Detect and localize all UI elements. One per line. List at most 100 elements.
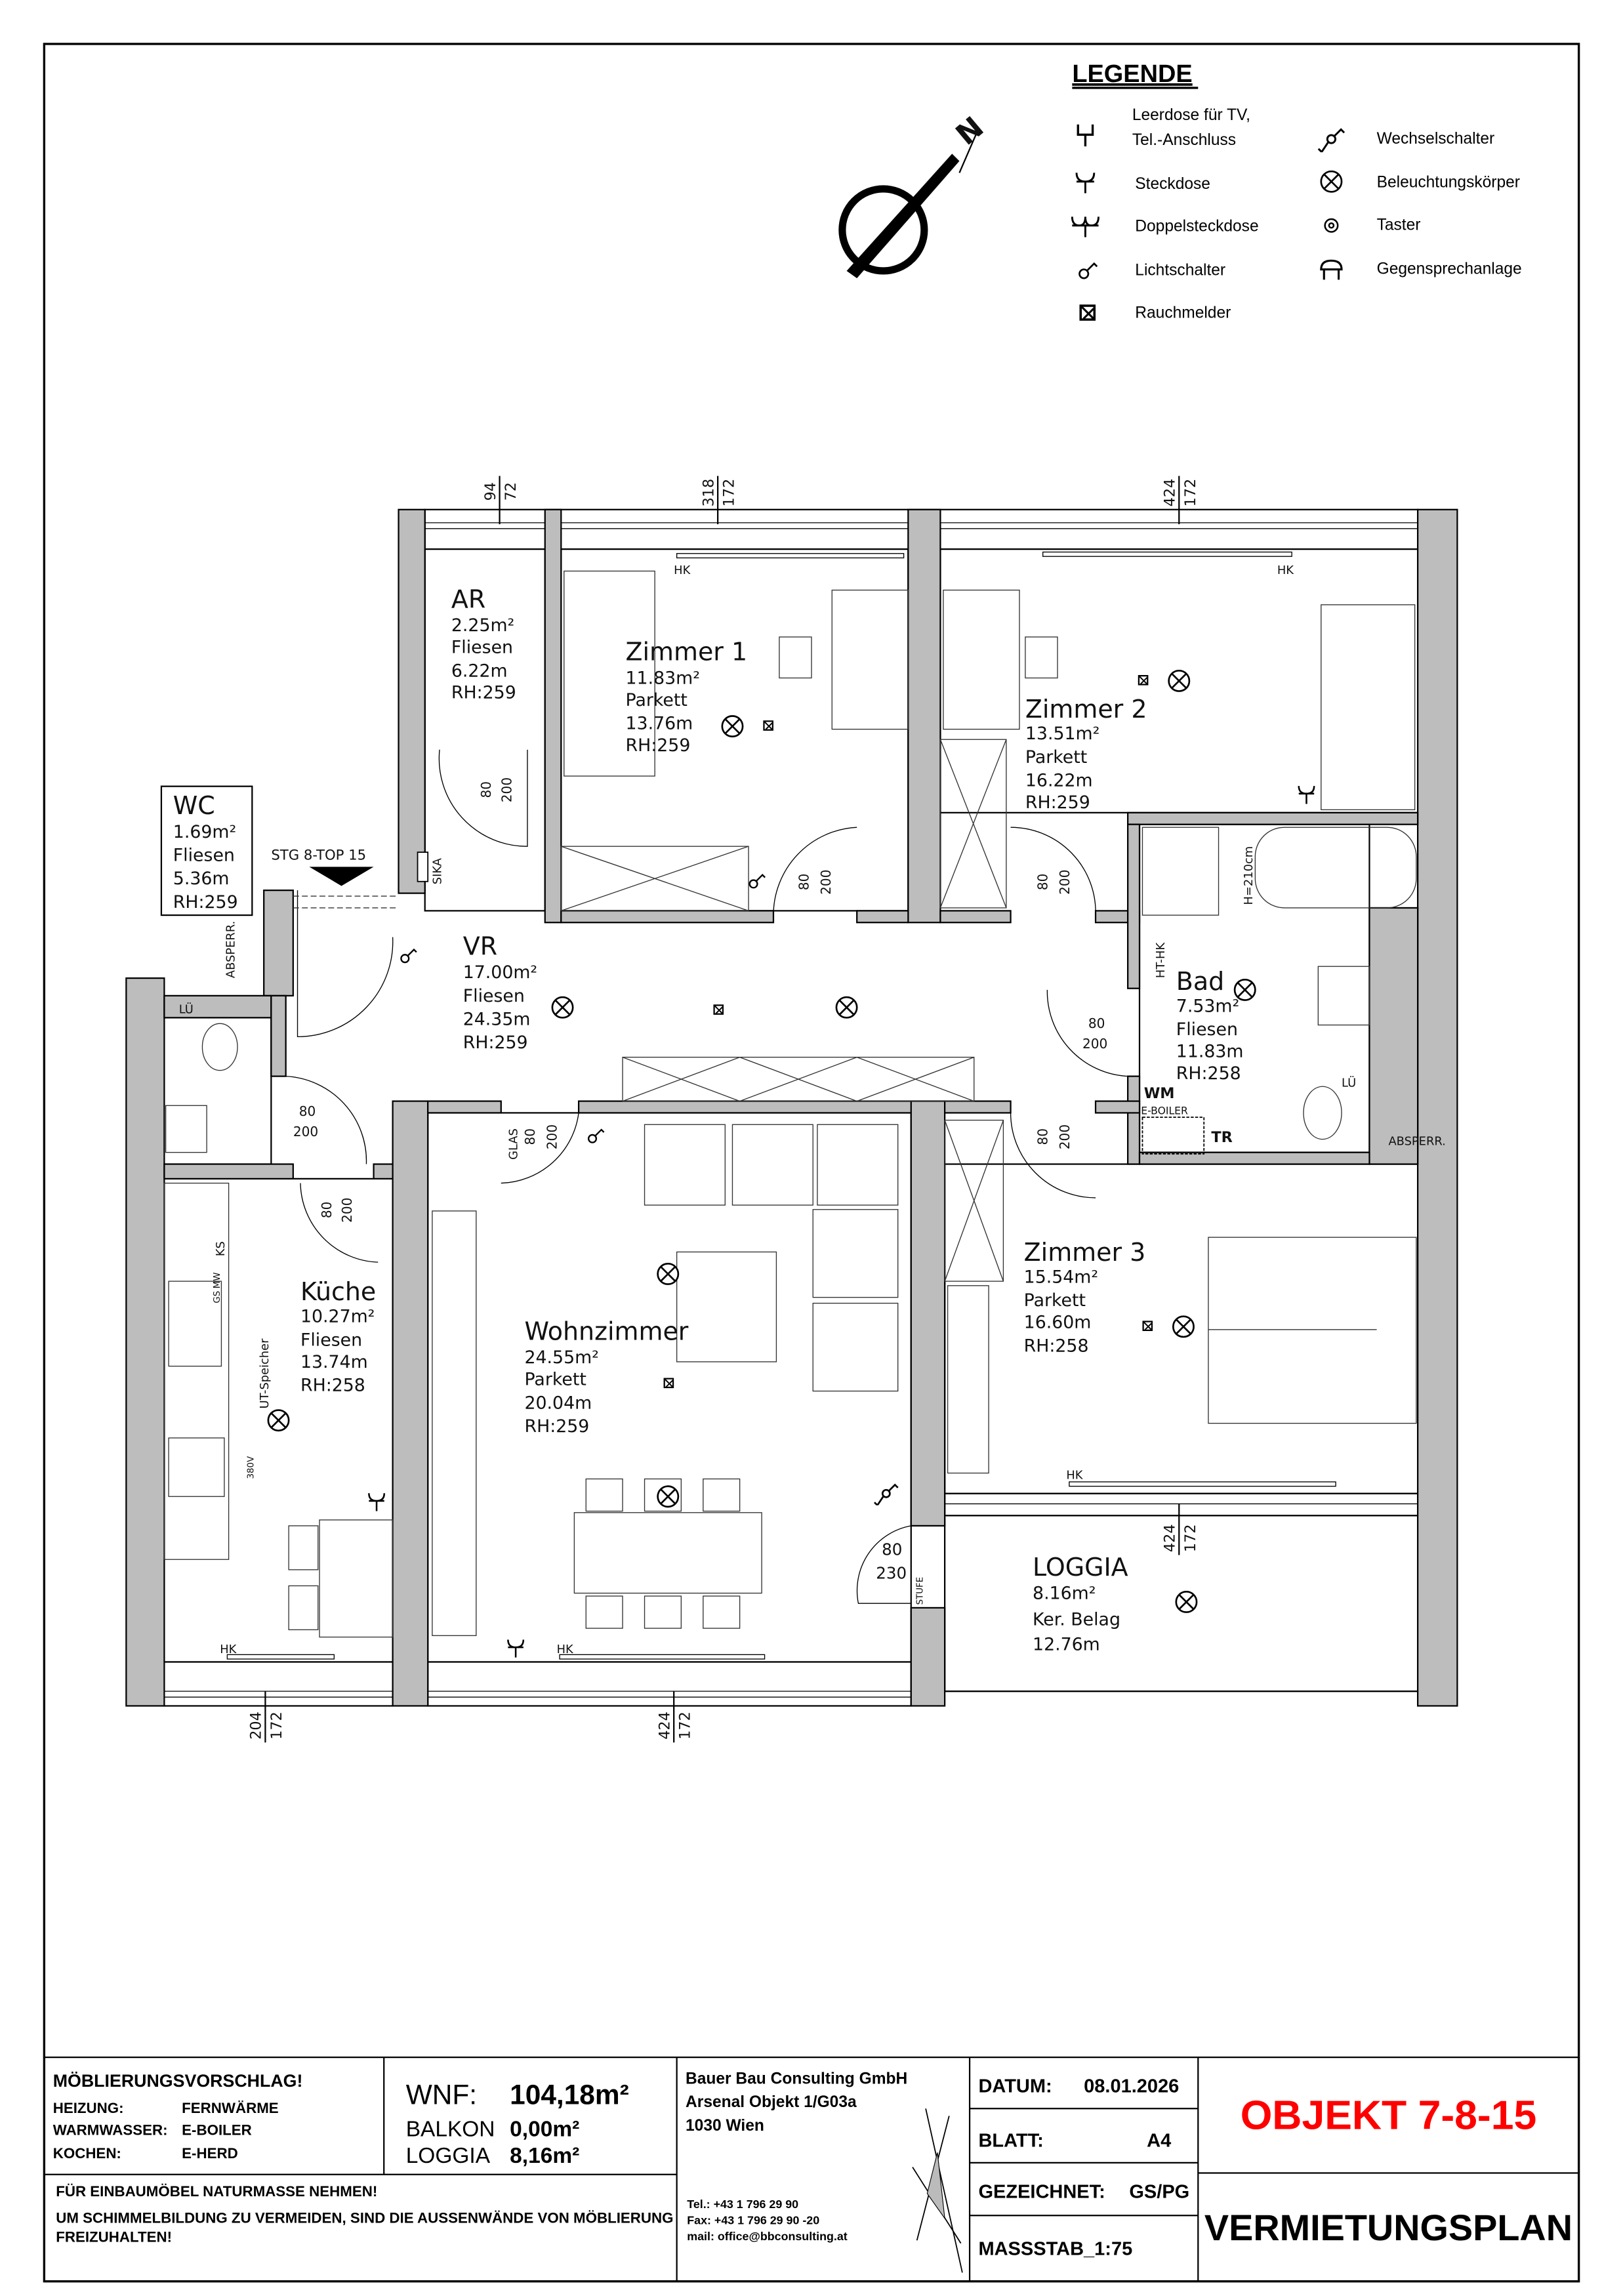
room-name: Zimmer 2 [1025, 695, 1147, 724]
push-button-icon [1324, 218, 1339, 233]
light-fixture-icon [551, 996, 574, 1019]
door-width: 80 [522, 1128, 538, 1145]
object-number: OBJEKT 7-8-15 [1241, 2093, 1537, 2139]
toilet-bad [1303, 1086, 1342, 1140]
bed-zimmer-2 [1321, 604, 1416, 811]
door-height: 200 [293, 1124, 318, 1139]
plan-type: VERMIETUNGSPLAN [1204, 2207, 1572, 2248]
room-name: Zimmer 1 [626, 638, 748, 666]
door-height: 200 [499, 777, 514, 802]
bed-zimmer-1 [564, 570, 655, 777]
light-fixture-icon [1172, 1315, 1195, 1338]
room-perimeter: 6.22m [451, 661, 508, 681]
walls [125, 508, 1458, 1707]
door-height: 230 [876, 1563, 907, 1582]
sink [168, 1281, 222, 1367]
room-name: WC [173, 791, 215, 820]
room-perimeter: 24.35m [463, 1010, 531, 1030]
room-perimeter: 20.04m [525, 1393, 592, 1413]
room-height: RH:259 [626, 735, 691, 756]
cooking-value: E-HERD [182, 2145, 238, 2162]
door-kueche [300, 1183, 379, 1263]
room-name: Zimmer 3 [1024, 1238, 1146, 1267]
entry-door [297, 890, 394, 1038]
company-mail: mail: office@bbconsulting.at [687, 2230, 847, 2243]
radiator-label: HK [557, 1643, 574, 1656]
room-label-zimmer-2: Zimmer 2 13.51m² Parkett 16.22m RH:259 [1025, 695, 1147, 813]
ventilation-label: LÜ [179, 1002, 194, 1017]
smoke-detector-icon [1142, 1321, 1153, 1332]
room-name: Bad [1176, 967, 1224, 996]
date-value: 08.01.2026 [1084, 2076, 1179, 2097]
note-built-in: FÜR EINBAUMÖBEL NATURMASSE NEHMEN! [56, 2183, 377, 2200]
double-socket-icon [1071, 215, 1100, 237]
room-area: 17.00m² [463, 962, 537, 983]
window-sill-height: 424 [1162, 1524, 1179, 1552]
washbasin-wc [165, 1105, 207, 1153]
room-floor: Parkett [1025, 747, 1087, 768]
door-loggia [856, 1525, 912, 1604]
step-label: STUFE [916, 1577, 926, 1605]
door-height: 200 [1057, 870, 1073, 895]
door-height: 200 [544, 1124, 560, 1149]
coffee-table [676, 1251, 777, 1363]
light-fixture-icon [835, 996, 858, 1019]
room-area: 2.25m² [451, 615, 514, 636]
room-label-bad: Bad 7.53m² Fliesen 11.83m RH:258 [1176, 967, 1244, 1084]
window-sill-height: 94 [482, 482, 499, 501]
room-label-wc: WC 1.69m² Fliesen 5.36m RH:259 [173, 791, 238, 912]
title-block: MÖBLIERUNGSVORSCHLAG! HEIZUNG: FERNWÄRME… [44, 2057, 1579, 2282]
window-sill-height: 204 [248, 1712, 265, 1740]
heating-label: HEIZUNG: [53, 2100, 124, 2116]
microwave-label: MW [213, 1273, 222, 1289]
light-fixture-icon [657, 1262, 680, 1285]
kitchen-counter [163, 1182, 230, 1560]
room-floor: Fliesen [451, 638, 513, 658]
shutoff-label: ABSPERR. [1388, 1135, 1445, 1149]
window-height: 72 [503, 482, 520, 501]
door-height: 200 [339, 1198, 355, 1223]
room-floor: Fliesen [173, 846, 235, 866]
door-wohnzimmer [501, 1113, 579, 1184]
window-height: 172 [1182, 1524, 1199, 1552]
room-height: RH:258 [1176, 1063, 1241, 1084]
shower [1141, 827, 1220, 916]
wnf-value: 104,18m² [510, 2080, 629, 2110]
room-label-zimmer-1: Zimmer 1 11.83m² Parkett 13.76m RH:259 [626, 638, 748, 756]
sheet-value: A4 [1147, 2130, 1171, 2151]
door-wc [285, 1075, 367, 1164]
room-area: 15.54m² [1024, 1267, 1098, 1287]
legend-label: Rauchmelder [1135, 304, 1231, 321]
door-zimmer-1 [773, 827, 857, 916]
radiator-label: HK [1277, 564, 1294, 577]
door-width: 80 [882, 1540, 902, 1559]
tv-unit [432, 1210, 477, 1636]
room-name: LOGGIA [1033, 1553, 1128, 1582]
stove [168, 1437, 225, 1497]
built-in-wardrobe-vr [622, 1056, 975, 1102]
sika-label: SIKA [430, 857, 444, 884]
light-fixture-icon [1168, 669, 1191, 692]
room-perimeter: 12.76m [1033, 1635, 1100, 1655]
room-wc [163, 1017, 272, 1165]
company-logo-icon [912, 2108, 963, 2273]
room-height: RH:258 [300, 1376, 365, 1396]
date-label: DATUM: [978, 2076, 1052, 2097]
legend-label: Gegensprechanlage [1377, 260, 1522, 277]
room-perimeter: 13.76m [626, 714, 693, 734]
room-name: VR [463, 932, 497, 960]
room-perimeter: 5.36m [173, 869, 230, 889]
room-floor: Fliesen [463, 986, 525, 1006]
window-sill-height: 318 [700, 479, 717, 507]
legend: LEGENDE Leerdose für TV, Tel.-Anschluss … [1071, 60, 1522, 321]
window-sill-height: 424 [656, 1712, 673, 1740]
room-area: 8.16m² [1033, 1583, 1096, 1603]
desk-zimmer-1 [831, 589, 909, 730]
room-label-zimmer-3: Zimmer 3 15.54m² Parkett 16.60m RH:258 [1024, 1238, 1146, 1356]
kitchen-table [319, 1519, 394, 1638]
legend-label: Wechselschalter [1377, 130, 1495, 148]
dining-table [573, 1512, 762, 1594]
radiator-label: HK [674, 564, 691, 577]
scale-label: MASSSTAB_1:75 [978, 2238, 1132, 2259]
